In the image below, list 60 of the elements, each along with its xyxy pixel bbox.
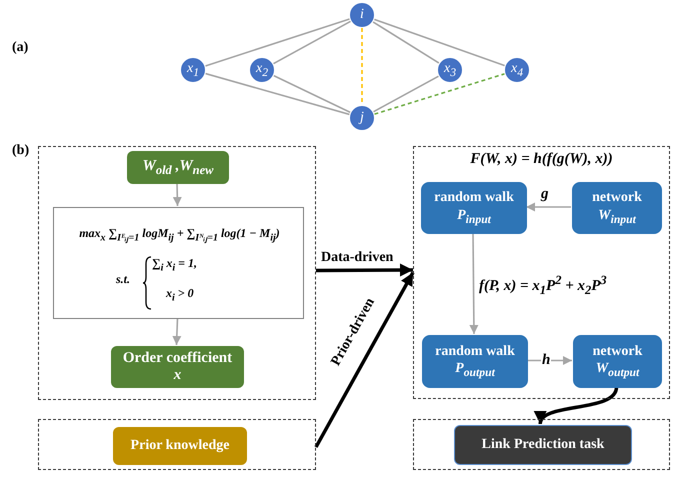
panel-label: (b) [12,143,30,159]
node-label: x [174,367,182,384]
graph-node [180,57,206,83]
formula-heading: F(W, x) = h(f(g(W), x)) [469,151,614,168]
process-box [573,335,662,388]
node-label: i [360,7,364,23]
connector-line [372,21,440,64]
connector-line [205,72,350,116]
graph-node [349,105,375,131]
arrow [172,318,182,346]
graph-node [349,2,375,28]
process-box [422,335,528,388]
graph-node [437,57,463,83]
node-label: W$_{output}$ [596,360,640,380]
arrow [527,356,572,365]
node-label: Link Prediction task [482,437,604,453]
node-label: network [592,189,642,207]
process-box [113,427,247,465]
node-label: j [360,110,364,126]
node-label: x$_{4}$ [510,61,524,79]
node-label: P$_{output}$ [455,360,495,380]
panel-label: (a) [12,40,28,56]
arrow [469,233,478,334]
formula-text: max$_{x}$ ∑$_{Iᴱᵢⱼ=1}$ logM$_{ij}$ + ∑$_{Iᴺᵢⱼ=1}$ log(1 − M$_{ij}$) [78,226,281,244]
connector-line [374,73,505,115]
arrow [314,272,415,448]
connector-line [361,28,363,105]
process-box [421,182,527,234]
connector-line [374,18,506,66]
connector-line [273,74,351,114]
formula-box [53,207,304,319]
node-label: x$_{2}$ [256,61,268,79]
dashed-panel [38,146,316,400]
formula-text: ∑$_{i}$ x$_{i}$ = 1, [152,256,198,274]
process-box [111,346,244,388]
dashed-panel [38,419,316,470]
process-box [572,182,662,234]
node-label: P$_{input}$ [457,206,491,227]
node-label: W$_{input}$ [598,206,636,227]
node-label: random walk [435,342,515,360]
connector-line [273,20,351,64]
node-label: random walk [434,189,514,207]
formula-text: s.t. [116,272,132,287]
connector-line [205,18,350,67]
dashed-panel [413,419,670,470]
formula-text: x$_{i}$ > 0 [166,286,195,304]
node-label: W$_{old}$ ,W$_{new}$ [142,158,214,178]
node-label: x$_{1}$ [186,61,200,79]
graph-node [249,57,275,83]
node-label: Prior knowledge [130,438,230,454]
node-label: network [592,342,642,360]
arrow [172,182,182,206]
node-label: Order coefficient [122,350,232,367]
process-box [127,151,229,184]
process-box [454,425,632,465]
graph-node [504,57,530,83]
node-label: x$_{3}$ [444,61,456,79]
connector-line [373,76,439,112]
arrow [316,264,414,277]
arrow [526,202,571,212]
